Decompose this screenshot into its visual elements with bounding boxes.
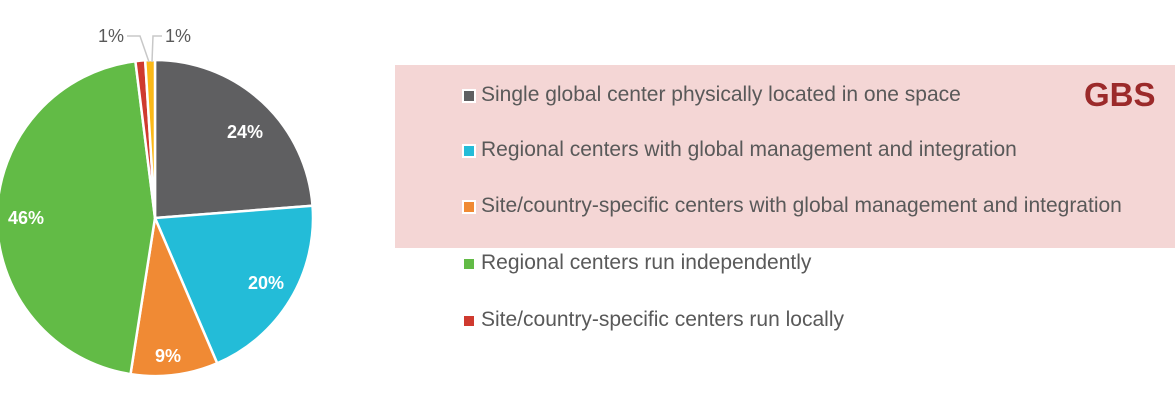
leader-line (151, 35, 162, 63)
data-label: 1% (165, 26, 191, 46)
legend-label: Site/country-specific centers with globa… (481, 194, 1122, 217)
legend-item: Regional centers with global management … (462, 136, 1142, 164)
data-label: 20% (248, 273, 284, 293)
data-label: 9% (155, 346, 181, 366)
legend-item: Single global center physically located … (462, 81, 1142, 109)
data-label: 1% (98, 26, 124, 46)
gbs-highlight-band (395, 65, 1175, 248)
legend-swatch (462, 257, 476, 271)
legend-item: Site/country-specific centers with globa… (462, 192, 1142, 220)
legend-item: Site/country-specific centers run locall… (462, 306, 1142, 334)
pie-slice (0, 59, 157, 376)
legend-label: Regional centers run independently (481, 251, 812, 274)
pie-slice (129, 213, 219, 378)
legend-swatch (462, 89, 476, 103)
legend-label: Single global center physically located … (481, 83, 961, 106)
legend-label: Regional centers with global management … (481, 138, 1017, 161)
pie-slice (143, 58, 157, 219)
gbs-label: GBS (1084, 76, 1156, 113)
legend-item: Regional centers run independently (462, 249, 1142, 277)
legend-swatch (462, 314, 476, 328)
legend-swatch (462, 144, 476, 158)
data-label: 24% (227, 122, 263, 142)
pie-chart: 24% 20% 9% 46% 1% 1% (0, 26, 315, 378)
legend-swatch (462, 200, 476, 214)
pie-slice (153, 204, 315, 365)
data-label: 46% (8, 208, 44, 228)
leader-line (127, 35, 150, 63)
pie-slice (153, 58, 314, 220)
legend-label: Site/country-specific centers run locall… (481, 308, 844, 331)
